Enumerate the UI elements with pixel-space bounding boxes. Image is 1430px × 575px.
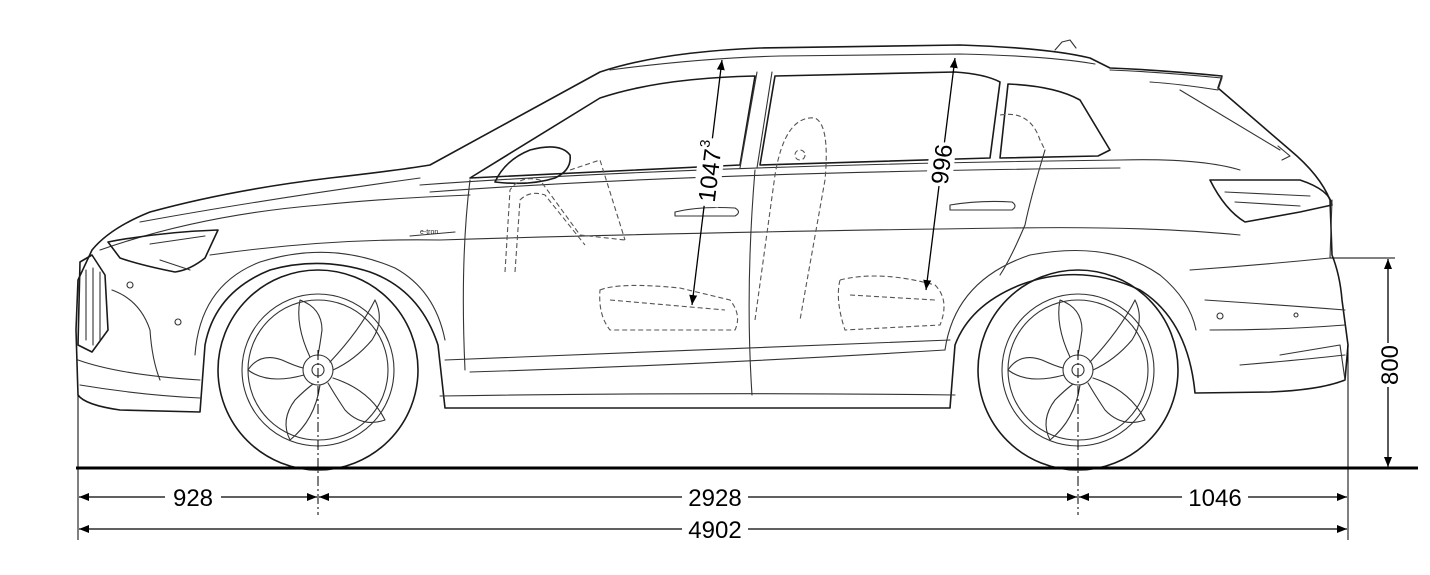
extension-lines	[77, 257, 1395, 540]
e-tron-badge: e-tron	[420, 229, 438, 236]
interior-seats	[504, 113, 1046, 331]
rear-overhang-label: 1046	[1188, 485, 1241, 512]
front-overhang-label: 928	[173, 485, 213, 512]
rear-headroom-label: 996	[927, 143, 959, 186]
rear-height-label: 800	[1377, 345, 1404, 385]
front-headroom-label: 1047	[694, 147, 727, 203]
overall-length-label: 4902	[688, 517, 741, 544]
car-body	[75, 39, 1349, 413]
rear-wheel	[977, 269, 1179, 471]
wheelbase-label: 2928	[688, 485, 741, 512]
front-headroom-footnote: 3	[696, 138, 713, 148]
